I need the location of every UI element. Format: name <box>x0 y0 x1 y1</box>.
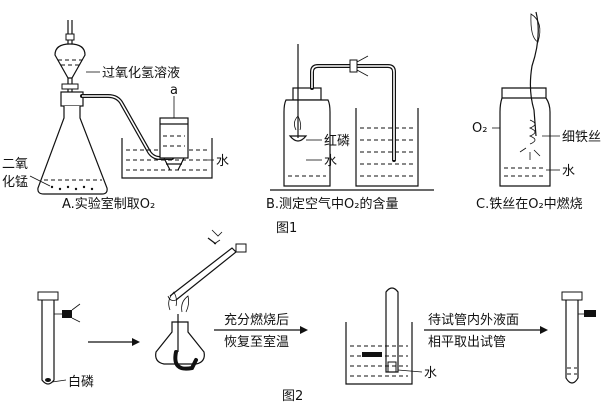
arrow-1 <box>88 338 140 346</box>
tube-taken-out <box>561 291 596 384</box>
arrow-3 <box>424 326 548 334</box>
label-o2: O₂ <box>472 121 487 136</box>
caption-b: B.测定空气中O₂的含量 <box>266 196 399 212</box>
combustion-spoon <box>288 135 308 142</box>
white-phosphorus-particle <box>45 378 51 382</box>
rubber-stopper <box>60 91 84 107</box>
clamp-4 <box>584 310 596 317</box>
label-mno2-line1: 二氧 <box>2 157 28 172</box>
delivery-tube <box>80 94 174 160</box>
heating-setup <box>155 229 247 371</box>
clamp-b <box>349 59 358 73</box>
label-red-phosphorus: 红磷 <box>324 133 350 149</box>
test-tube-3 <box>385 287 399 373</box>
manganese-dioxide-particles <box>50 185 94 191</box>
beaker-2 <box>345 322 413 385</box>
water-trough <box>121 138 213 179</box>
clamp-1 <box>62 310 72 318</box>
match <box>530 13 541 43</box>
figure-2-title: 图2 <box>282 389 303 404</box>
apparatus-a <box>29 20 214 195</box>
clamp-3 <box>362 352 382 357</box>
label-a-marker: a <box>170 83 178 98</box>
wide-mouth-bottle <box>283 99 331 187</box>
clamp-2 <box>207 237 217 245</box>
flame <box>168 291 190 313</box>
test-tube-white-phosphorus <box>37 291 81 385</box>
label-step3-line1: 待试管内外液面 <box>428 312 519 328</box>
label-water-b: 水 <box>324 154 337 169</box>
arrow-2 <box>214 326 308 334</box>
conical-flask <box>37 106 108 195</box>
label-water-c: 水 <box>562 164 575 179</box>
caption-c: C.铁丝在O₂中燃烧 <box>476 196 583 212</box>
red-phosphorus-flame <box>294 115 302 131</box>
figure-1-title: 图1 <box>276 221 297 236</box>
label-hydrogen-peroxide: 过氧化氢溶液 <box>102 66 180 81</box>
wire-coil <box>528 119 536 145</box>
label-step2-line2: 恢复至室温 <box>224 334 289 350</box>
alcohol-lamp <box>155 321 205 365</box>
gas-bottle-c <box>499 87 551 187</box>
bottle-shelf <box>163 157 185 171</box>
inverted-tube-in-water <box>345 287 423 385</box>
beaker-b <box>355 108 419 187</box>
label-iron-wire: 细铁丝 <box>562 130 601 145</box>
apparatus-c <box>492 11 560 187</box>
test-tube-1 <box>41 298 55 385</box>
test-tube-4 <box>565 298 579 384</box>
label-white-phosphorus: 白磷 <box>68 374 94 390</box>
caption-a: A.实验室制取O₂ <box>62 196 155 212</box>
sparks <box>519 147 541 160</box>
apparatus-b <box>270 44 434 191</box>
label-step2-line1: 充分燃烧后 <box>224 312 289 328</box>
label-step3-line2: 相平取出试管 <box>428 335 506 350</box>
test-tube-2 <box>169 247 237 301</box>
stopper-b <box>292 87 322 101</box>
label-water-fig2: 水 <box>424 366 437 381</box>
label-water-a: 水 <box>216 154 229 169</box>
iron-wire <box>529 11 539 137</box>
label-mno2-line2: 化锰 <box>2 175 28 190</box>
